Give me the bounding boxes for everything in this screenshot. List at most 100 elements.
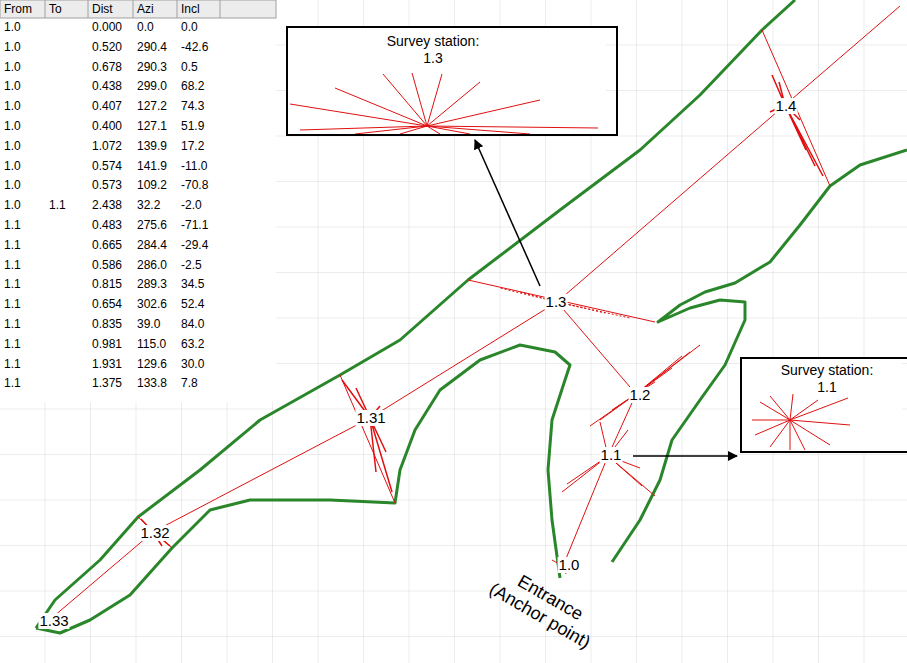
table-cell: 1.1: [4, 357, 21, 371]
table-header: Dist: [92, 2, 113, 16]
table-cell: 1.1: [4, 317, 21, 331]
table-cell: -42.6: [181, 40, 208, 54]
table-cell: 1.1: [4, 277, 21, 291]
table-cell: 1.1: [4, 297, 21, 311]
survey-line: [47, 6, 900, 622]
table-cell: 284.4: [137, 238, 167, 252]
table-cell: 2.438: [92, 198, 122, 212]
table-cell: 290.3: [137, 60, 167, 74]
table-cell: 115.0: [137, 337, 166, 351]
station-label: 1.1: [600, 447, 623, 463]
table-header: To: [49, 2, 62, 16]
inset-heading: Survey station:: [288, 33, 578, 50]
table-cell: 275.6: [137, 218, 167, 232]
cave-wall: [36, 0, 795, 628]
table-cell: 0.586: [92, 258, 122, 272]
table-cell: 1.1: [4, 238, 21, 252]
table-cell: 1.931: [92, 357, 122, 371]
table-cell: 68.2: [181, 79, 204, 93]
table-cell: 30.0: [181, 357, 204, 371]
table-header-dividers: [45, 0, 220, 18]
table-cell: 1.0: [4, 60, 21, 74]
inset-box: Survey station:1.3: [286, 26, 618, 136]
station-label: 1.3: [545, 294, 568, 310]
table-cell: -71.1: [181, 218, 208, 232]
table-header: From: [4, 2, 32, 16]
table-cell: 286.0: [137, 258, 167, 272]
table-cell: 0.678: [92, 60, 122, 74]
table-cell: 1.0: [4, 40, 21, 54]
station-label: 1.31: [355, 410, 386, 426]
table-cell: -2.0: [181, 198, 202, 212]
table-cell: 127.1: [137, 119, 167, 133]
splay-shots: [562, 422, 655, 496]
table-cell: 127.2: [137, 99, 167, 113]
table-cell: 0.0: [181, 20, 198, 34]
table-cell: 84.0: [181, 317, 204, 331]
table-cell: 1.072: [92, 139, 122, 153]
inset-heading: Survey station:: [742, 362, 907, 379]
splay-shots: [770, 75, 823, 176]
table-cell: 17.2: [181, 139, 204, 153]
table-cell: -70.8: [181, 178, 208, 192]
survey-line: [557, 302, 636, 566]
station-label: 1.32: [139, 525, 170, 541]
table-cell: 139.9: [137, 139, 167, 153]
table-cell: 1.0: [4, 119, 21, 133]
cross-section-line: [138, 30, 830, 548]
cave-wall: [612, 150, 907, 562]
table-cell: 0.815: [92, 277, 122, 291]
table-cell: 0.0: [137, 20, 154, 34]
station-star: [752, 394, 850, 450]
entrance-label: Entrance (Anchor point): [480, 557, 610, 656]
station-label: 1.33: [38, 613, 69, 629]
table-header: Azi: [137, 2, 154, 16]
table-cell: 1.1: [4, 258, 21, 272]
table-cell: 32.2: [137, 198, 160, 212]
table-cell: 0.483: [92, 218, 122, 232]
station-name: 1.1: [742, 379, 907, 396]
inset-box: Survey station:1.1: [740, 357, 907, 453]
table-header: [0, 0, 276, 18]
table-cell: 0.000: [92, 20, 122, 34]
table-cell: 0.665: [92, 238, 122, 252]
table-cell: 141.9: [137, 159, 167, 173]
table-cell: 0.574: [92, 159, 122, 173]
table-cell: 1.0: [4, 178, 21, 192]
table-cell: 1.1: [4, 218, 21, 232]
callout-arrow: [633, 455, 737, 457]
splay-shots: [500, 288, 630, 318]
station-name: 1.3: [288, 50, 578, 67]
table-cell: 1.0: [4, 20, 21, 34]
table-cell: 299.0: [137, 79, 167, 93]
station-label: 1.4: [775, 98, 798, 114]
table-cell: 63.2: [181, 337, 204, 351]
station-star: [290, 73, 598, 134]
table-cell: 1.0: [4, 139, 21, 153]
callout-arrow: [475, 140, 540, 286]
table-cell: 0.407: [92, 99, 122, 113]
table-cell: 0.654: [92, 297, 122, 311]
table-cell: 0.400: [92, 119, 122, 133]
table-cell: 52.4: [181, 297, 204, 311]
table-cell: 0.835: [92, 317, 122, 331]
table-cell: 133.8: [137, 376, 167, 390]
table-cell: 302.6: [137, 297, 167, 311]
table-header: Incl: [181, 2, 200, 16]
table-cell: 34.5: [181, 277, 204, 291]
table-cell: 0.573: [92, 178, 122, 192]
table-cell: 1.1: [4, 337, 21, 351]
splay-shots: [590, 345, 700, 426]
table-cell: 1.375: [92, 376, 122, 390]
table-cell: 0.438: [92, 79, 122, 93]
table-cell: 0.981: [92, 337, 122, 351]
splay-shots: [342, 380, 392, 492]
table-cell: 129.6: [137, 357, 167, 371]
inset-ground: [286, 26, 606, 136]
table-cell: 74.3: [181, 99, 204, 113]
table-cell: 1.1: [49, 198, 66, 212]
table-cell: 1.0: [4, 159, 21, 173]
